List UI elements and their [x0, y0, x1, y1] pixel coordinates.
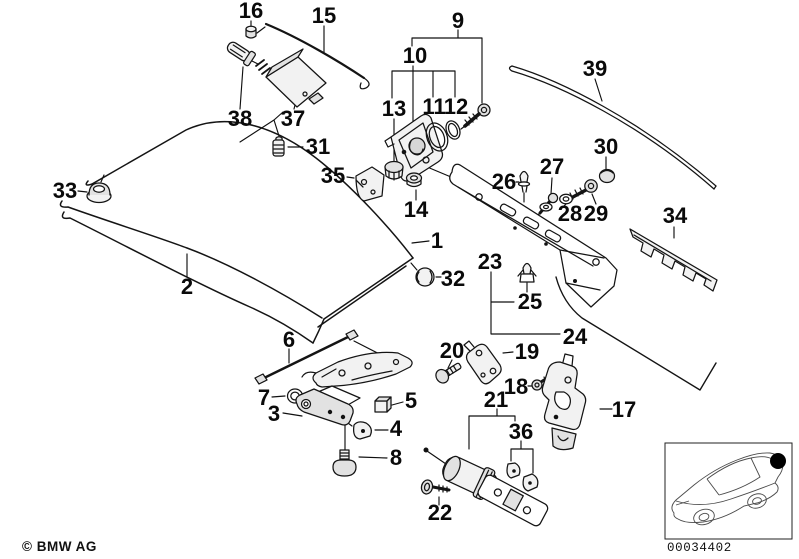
- part-16-grommet: [245, 25, 257, 39]
- part-32-plug: [410, 262, 435, 287]
- part-19-plate: [463, 340, 502, 385]
- callout-4[interactable]: 4: [390, 416, 403, 441]
- callout-22[interactable]: 22: [428, 500, 452, 525]
- part-11-gasket-ring: [425, 122, 449, 152]
- callout-1[interactable]: 1: [431, 228, 443, 253]
- callout-25[interactable]: 25: [518, 289, 542, 314]
- trunk-lid-drawing: [59, 120, 414, 344]
- callout-18[interactable]: 18: [504, 374, 528, 399]
- part-12-o-ring: [445, 120, 461, 140]
- car-location-thumbnail: [664, 442, 793, 540]
- part-callouts: 1 2 3 4 5 6 7 8 9 10 11 12 13 14 15 16 1…: [53, 0, 688, 525]
- part-35-bracket: [355, 166, 385, 202]
- callout-10[interactable]: 10: [403, 43, 427, 68]
- part-25-clip: [517, 262, 537, 283]
- callout-7[interactable]: 7: [258, 385, 270, 410]
- callout-19[interactable]: 19: [515, 339, 539, 364]
- callout-38[interactable]: 38: [228, 106, 252, 131]
- callout-39[interactable]: 39: [583, 56, 607, 81]
- callout-20[interactable]: 20: [440, 338, 464, 363]
- callout-23[interactable]: 23: [478, 249, 502, 274]
- callout-2[interactable]: 2: [181, 274, 193, 299]
- part-17-latch: [541, 353, 587, 451]
- callout-28[interactable]: 28: [558, 201, 582, 226]
- part-4-wedge: [353, 421, 372, 440]
- part-23-trim-panel: [449, 163, 618, 308]
- part-39-trim-strip: [508, 65, 717, 190]
- callout-8[interactable]: 8: [390, 445, 402, 470]
- part-13-plug: [384, 160, 404, 181]
- part-38-connector: [226, 41, 259, 67]
- part-15-lock-rod: [264, 22, 370, 90]
- part-6-torsion-bar: [254, 329, 359, 385]
- callout-14[interactable]: 14: [404, 197, 429, 222]
- part-9-screw: [460, 103, 491, 130]
- callout-3[interactable]: 3: [268, 401, 280, 426]
- part-14-nut: [405, 172, 423, 188]
- part-37-actuator: [255, 48, 327, 108]
- callout-9[interactable]: 9: [452, 8, 464, 33]
- callout-24[interactable]: 24: [563, 324, 588, 349]
- part-27-screw: [537, 192, 559, 216]
- part-31-valve: [272, 136, 285, 157]
- callout-21[interactable]: 21: [484, 387, 508, 412]
- callout-37[interactable]: 37: [281, 106, 305, 131]
- part-36-covers: [506, 462, 539, 492]
- callout-26[interactable]: 26: [492, 169, 516, 194]
- car-outline: [671, 452, 784, 526]
- copyright-notice: © BMW AG: [22, 539, 97, 554]
- callout-32[interactable]: 32: [441, 266, 465, 291]
- part-33-grommet: [86, 174, 112, 204]
- part-5-block: [374, 396, 392, 413]
- part-8-bolt: [332, 449, 357, 477]
- callout-31[interactable]: 31: [306, 134, 330, 159]
- callout-16[interactable]: 16: [239, 0, 263, 23]
- callout-35[interactable]: 35: [321, 163, 345, 188]
- part-24-seal-sheet: [555, 276, 717, 391]
- trunk-location-dot: [770, 453, 786, 469]
- callout-15[interactable]: 15: [312, 3, 336, 28]
- part-21-lock-cylinder: [423, 447, 549, 527]
- callout-27[interactable]: 27: [540, 154, 564, 179]
- drawing-number: 00034402: [667, 541, 732, 555]
- part-30-cap: [598, 168, 616, 184]
- part-34-notched-strip: [629, 228, 718, 292]
- callout-30[interactable]: 30: [594, 134, 618, 159]
- callout-29[interactable]: 29: [584, 201, 608, 226]
- part-22-screw: [420, 479, 451, 495]
- callout-36[interactable]: 36: [509, 419, 533, 444]
- part-3-hinge: [295, 351, 413, 426]
- callout-11[interactable]: 11: [422, 94, 445, 119]
- part-20-bolt: [435, 362, 462, 384]
- callout-5[interactable]: 5: [405, 388, 417, 413]
- part-26-clip: [517, 170, 531, 193]
- callout-13[interactable]: 13: [382, 96, 406, 121]
- callout-33[interactable]: 33: [53, 178, 77, 203]
- part-28-washer: [559, 193, 573, 205]
- callout-17[interactable]: 17: [612, 397, 636, 422]
- callout-34[interactable]: 34: [663, 203, 688, 228]
- callout-12[interactable]: 12: [444, 94, 468, 119]
- callout-6[interactable]: 6: [283, 327, 295, 352]
